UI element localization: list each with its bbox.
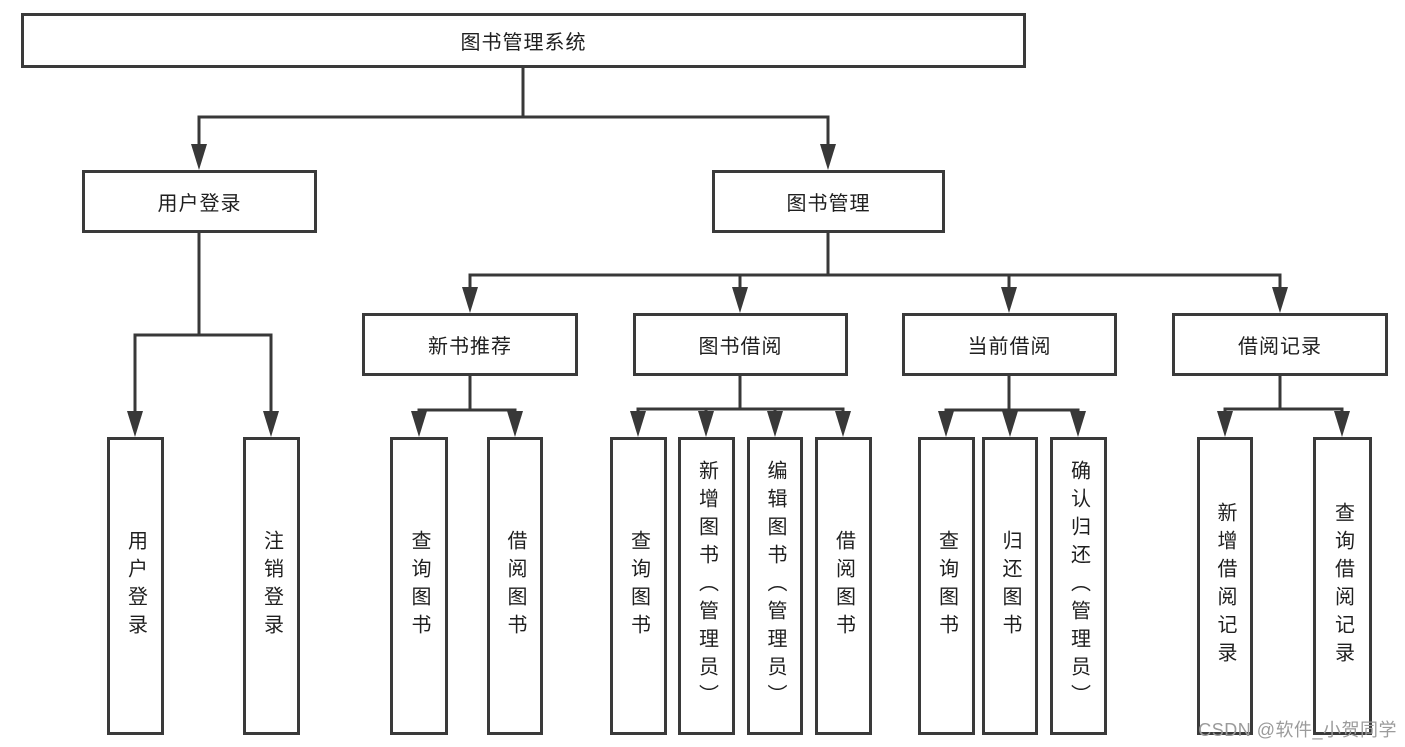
node-book-management: 图书管理 <box>712 170 945 233</box>
leaf-borrow-edit-admin: 编辑图书（管理员） <box>747 437 803 735</box>
csdn-watermark: CSDN @软件_小贺同学 <box>1198 720 1397 740</box>
leaf-current-return: 归还图书 <box>982 437 1038 735</box>
leaf-borrow-query: 查询图书 <box>610 437 667 735</box>
node-current-borrow: 当前借阅 <box>902 313 1117 376</box>
node-user-login: 用户登录 <box>82 170 317 233</box>
leaf-current-return-label: 归还图书 <box>999 530 1021 642</box>
leaf-borrow-query-label: 查询图书 <box>627 530 650 642</box>
node-borrow-records-label: 借阅记录 <box>1238 336 1322 358</box>
leaf-borrow-add-admin-label: 新增图书（管理员） <box>695 460 718 712</box>
node-book-borrow: 图书借阅 <box>633 313 848 376</box>
leaf-current-query: 查询图书 <box>918 437 975 735</box>
leaf-logout: 注销登录 <box>243 437 300 735</box>
node-root: 图书管理系统 <box>21 13 1026 68</box>
node-new-book-recommend: 新书推荐 <box>362 313 578 376</box>
leaf-user-login: 用户登录 <box>107 437 164 735</box>
leaf-records-add: 新增借阅记录 <box>1197 437 1253 735</box>
leaf-newbooks-borrow-label: 借阅图书 <box>504 530 526 642</box>
leaf-newbooks-query: 查询图书 <box>390 437 448 735</box>
leaf-user-login-label: 用户登录 <box>124 530 147 642</box>
leaf-newbooks-borrow: 借阅图书 <box>487 437 543 735</box>
node-book-management-label: 图书管理 <box>786 193 871 215</box>
node-root-label: 图书管理系统 <box>460 32 587 54</box>
node-book-borrow-label: 图书借阅 <box>698 336 783 358</box>
node-borrow-records: 借阅记录 <box>1172 313 1388 376</box>
leaf-borrow-book: 借阅图书 <box>815 437 872 735</box>
leaf-borrow-edit-admin-label: 编辑图书（管理员） <box>764 460 786 712</box>
leaf-records-query: 查询借阅记录 <box>1313 437 1372 735</box>
leaf-borrow-book-label: 借阅图书 <box>832 530 855 642</box>
leaf-current-confirm-admin-label: 确认归还（管理员） <box>1067 460 1090 712</box>
node-user-login-label: 用户登录 <box>157 193 242 215</box>
leaf-records-add-label: 新增借阅记录 <box>1214 502 1236 670</box>
node-new-book-recommend-label: 新书推荐 <box>428 336 512 358</box>
leaf-records-query-label: 查询借阅记录 <box>1331 502 1354 670</box>
leaf-borrow-add-admin: 新增图书（管理员） <box>678 437 735 735</box>
leaf-logout-label: 注销登录 <box>260 530 283 642</box>
leaf-current-query-label: 查询图书 <box>935 530 958 642</box>
leaf-current-confirm-admin: 确认归还（管理员） <box>1050 437 1107 735</box>
node-current-borrow-label: 当前借阅 <box>967 336 1052 358</box>
leaf-newbooks-query-label: 查询图书 <box>408 530 430 642</box>
